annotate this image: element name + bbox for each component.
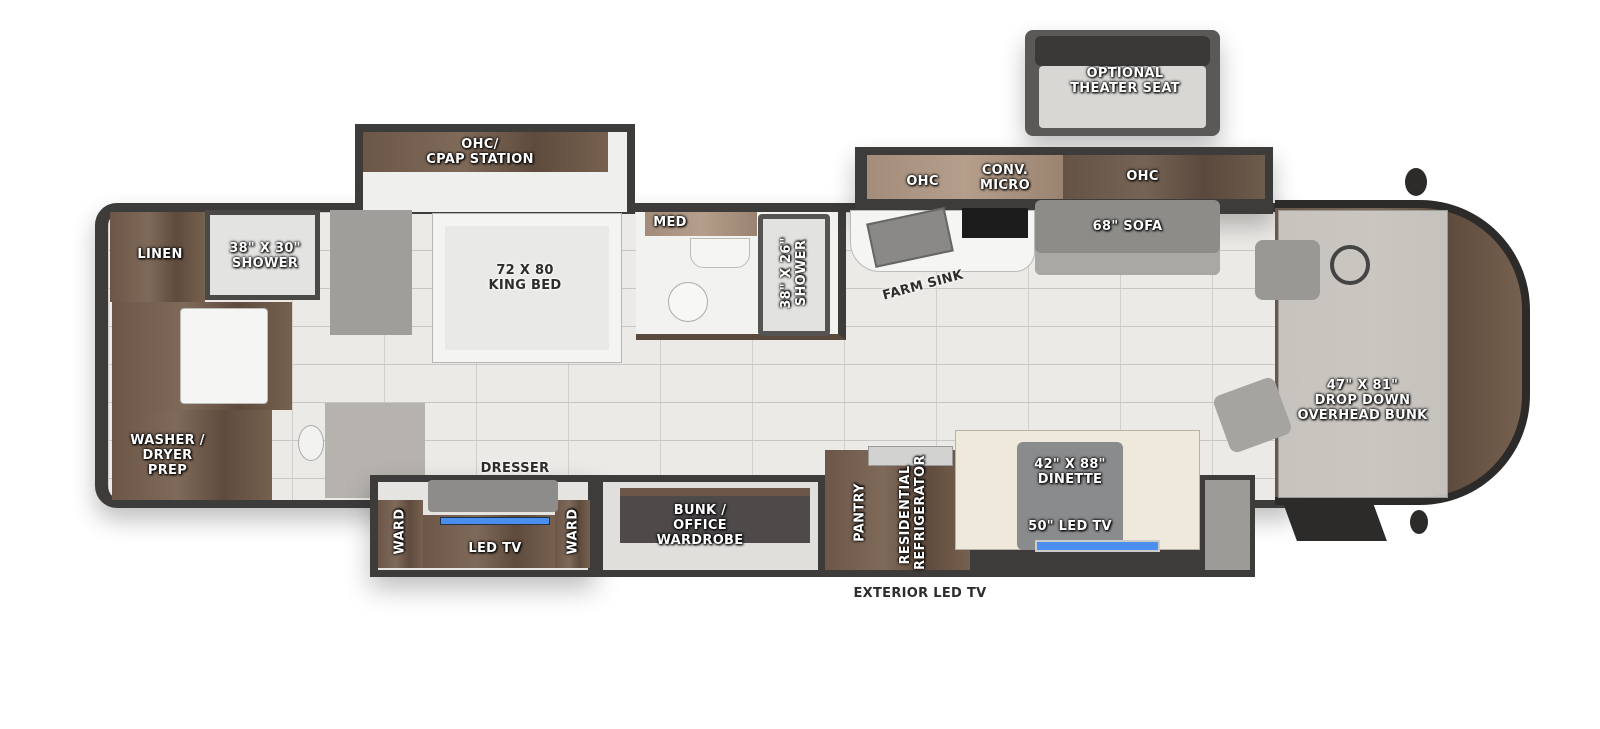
bedroom-tv — [440, 517, 550, 525]
conv-micro-label: CONV. MICRO — [980, 163, 1030, 193]
med-label: MED — [653, 215, 687, 230]
pantry-label: PANTRY — [852, 483, 868, 542]
mid-bath-wall — [628, 204, 858, 212]
bunk-office-label: BUNK / OFFICE WARDROBE — [656, 503, 744, 548]
overhead-bunk-label: 47" X 81" DROP DOWN OVERHEAD BUNK — [1297, 378, 1428, 423]
sofa — [1035, 200, 1220, 275]
exterior-tv-label: EXTERIOR LED TV — [853, 586, 987, 601]
ward-left — [378, 500, 423, 568]
cpap-station-cabinet — [363, 132, 608, 172]
cooktop — [962, 208, 1028, 238]
washer-dryer-cabinet — [112, 410, 272, 500]
side-mirror-bottom — [1410, 510, 1428, 534]
king-bed — [432, 213, 622, 363]
dinette-tv-label: 50" LED TV — [1028, 519, 1112, 534]
ward-left-label: WARD — [392, 508, 408, 555]
entry-step — [1283, 503, 1387, 541]
driver-seat — [1255, 240, 1320, 300]
upper-cabinets — [867, 155, 1063, 199]
steering-wheel — [1330, 245, 1370, 285]
optional-theater-seat — [1025, 30, 1220, 136]
ohc-cpap-label: OHC/ CPAP STATION — [426, 137, 534, 167]
side-mirror-top — [1405, 168, 1427, 196]
ward-right-label: WARD — [565, 508, 581, 555]
dinette-label: 42" X 88" DINETTE — [1034, 457, 1106, 487]
rear-shower-label: 38" X 30" SHOWER — [229, 241, 301, 271]
theater-seat-label: OPTIONAL THEATER SEAT — [1070, 66, 1180, 96]
bedroom-tv-label: LED TV — [468, 541, 522, 556]
rear-sink — [180, 308, 268, 404]
med-cabinet — [645, 212, 757, 236]
nightstand — [330, 210, 412, 335]
pantry-refrigerator — [825, 450, 970, 570]
dresser-label: DRESSER — [480, 461, 550, 476]
ohc-label-left: OHC — [906, 174, 939, 189]
linen-label: LINEN — [137, 247, 183, 262]
rear-shower — [205, 210, 320, 300]
rear-toilet — [298, 425, 324, 461]
dinette-table — [1017, 442, 1123, 550]
dresser-top — [428, 480, 558, 512]
mid-toilet — [668, 282, 708, 322]
linen-cabinet — [110, 212, 205, 302]
upper-cabinets-right — [1063, 155, 1265, 199]
refrigerator-label: RESIDENTIAL REFRIGERATOR — [898, 455, 928, 570]
ward-right — [555, 500, 590, 568]
dinette-tv — [1035, 540, 1160, 552]
mid-shower — [758, 214, 830, 336]
ohc-label-right: OHC — [1126, 169, 1159, 184]
mid-sink — [690, 238, 750, 268]
mid-shower-label: 38" X 26" SHOWER — [779, 237, 809, 309]
washer-dryer-label: WASHER / DRYER PREP — [130, 433, 205, 478]
sofa-label: 68" SOFA — [1092, 219, 1163, 234]
king-bed-label: 72 X 80 KING BED — [488, 263, 562, 293]
